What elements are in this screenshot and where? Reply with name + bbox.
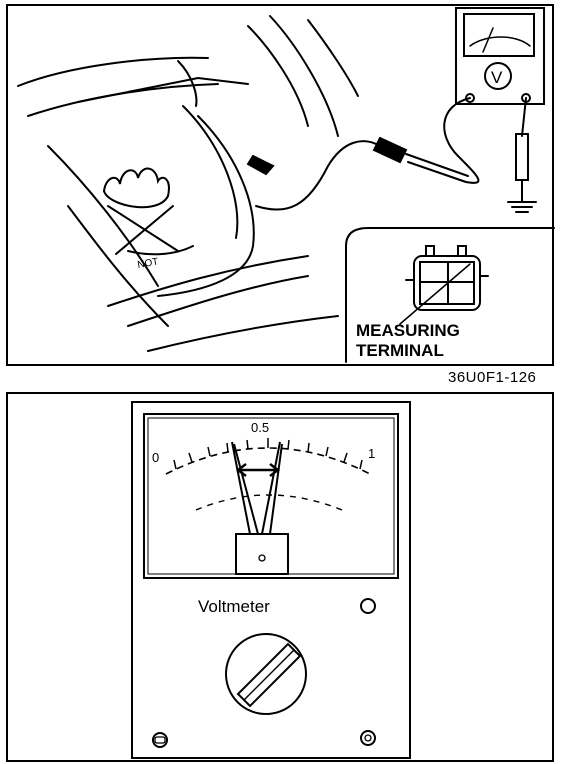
meter-needles xyxy=(231,441,283,535)
measuring-terminal-label-line1: MEASURING xyxy=(356,321,460,340)
scale-min-label: 0 xyxy=(152,450,159,465)
red-probe-lead xyxy=(443,97,480,184)
terminal-right-icon xyxy=(360,730,376,746)
test-terminals xyxy=(152,730,376,748)
lower-scale-arc xyxy=(195,494,343,511)
range-selector-knob[interactable] xyxy=(225,633,307,715)
zero-adjust-screw-icon xyxy=(360,598,376,614)
figure-code: 36U0F1-126 xyxy=(448,369,537,386)
voltmeter-illustration-panel: 0 0.5 1 Voltmeter xyxy=(6,392,554,762)
needle-pivot-housing xyxy=(235,533,289,575)
voltmeter-case xyxy=(131,401,411,759)
component-housing xyxy=(157,115,255,297)
volt-symbol: V xyxy=(491,68,503,87)
scale-max-label: 1 xyxy=(368,446,375,461)
voltmeter-drawing: 0 0.5 1 Voltmeter xyxy=(131,401,411,759)
meter-name-label: Voltmeter xyxy=(198,597,270,616)
ignition-component: NOT xyxy=(103,167,194,271)
connector-plug xyxy=(372,136,408,164)
meter-display xyxy=(147,417,395,575)
scale-mid-label: 0.5 xyxy=(251,420,269,435)
engine-bay-illustration-panel: NOT V xyxy=(6,4,555,366)
measuring-terminal-label-line2: TERMINAL xyxy=(356,341,444,360)
terminal-left-icon xyxy=(152,732,168,748)
scale-ticks xyxy=(173,438,363,470)
voltmeter-dial-icon xyxy=(484,62,512,90)
measuring-terminal-drawing xyxy=(399,245,489,325)
range-arrow-icon xyxy=(235,463,281,477)
inset-frame xyxy=(345,227,555,363)
svg-text:NOT: NOT xyxy=(137,256,160,270)
test-lead-wire xyxy=(255,140,381,211)
upper-scale-arc xyxy=(165,447,371,475)
hood-line xyxy=(17,56,209,87)
ground-probe xyxy=(515,133,529,181)
multimeter-body xyxy=(455,7,545,105)
engine-bay-drawing: NOT V xyxy=(17,7,555,363)
